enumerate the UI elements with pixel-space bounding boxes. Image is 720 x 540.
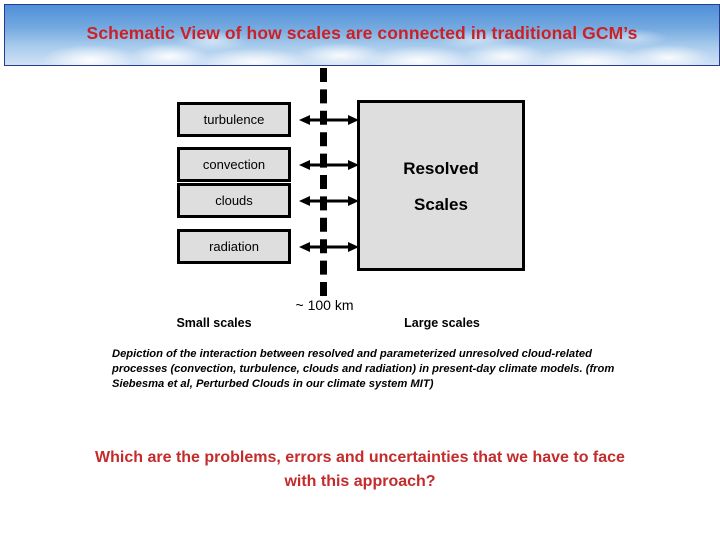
scale-marker-label: ~ 100 km (295, 297, 354, 313)
double-headed-arrow-icon (299, 160, 359, 170)
resolved-scales-label-line1: Resolved (403, 159, 479, 178)
figure-caption: Depiction of the interaction between res… (112, 348, 615, 391)
vertical-dashed-line-icon (320, 68, 327, 296)
process-box-clouds: clouds (177, 183, 291, 218)
closing-question-line1: Which are the problems, errors and uncer… (95, 449, 625, 466)
large-scales-label: Large scales (404, 316, 480, 330)
process-box-label: clouds (215, 193, 253, 208)
double-headed-arrow-icon (299, 196, 359, 206)
schematic-diagram: turbulence convection clouds radiation R… (0, 66, 720, 306)
small-scales-label: Small scales (176, 316, 252, 330)
resolved-scales-box: Resolved Scales (357, 100, 525, 271)
process-box-radiation: radiation (177, 229, 291, 264)
process-box-label: radiation (209, 239, 259, 254)
closing-question-line2: with this approach? (284, 473, 436, 490)
process-box-turbulence: turbulence (177, 102, 291, 137)
closing-question: Which are the problems, errors and uncer… (60, 446, 660, 494)
header-banner: Schematic View of how scales are connect… (4, 4, 720, 66)
resolved-scales-label-line2: Scales (414, 195, 468, 214)
page-title: Schematic View of how scales are connect… (86, 23, 638, 43)
process-box-label: convection (202, 157, 266, 172)
double-headed-arrow-icon (299, 115, 359, 125)
process-box-convection: convection (177, 147, 291, 182)
process-box-label: turbulence (203, 112, 265, 127)
double-headed-arrow-icon (299, 242, 359, 252)
